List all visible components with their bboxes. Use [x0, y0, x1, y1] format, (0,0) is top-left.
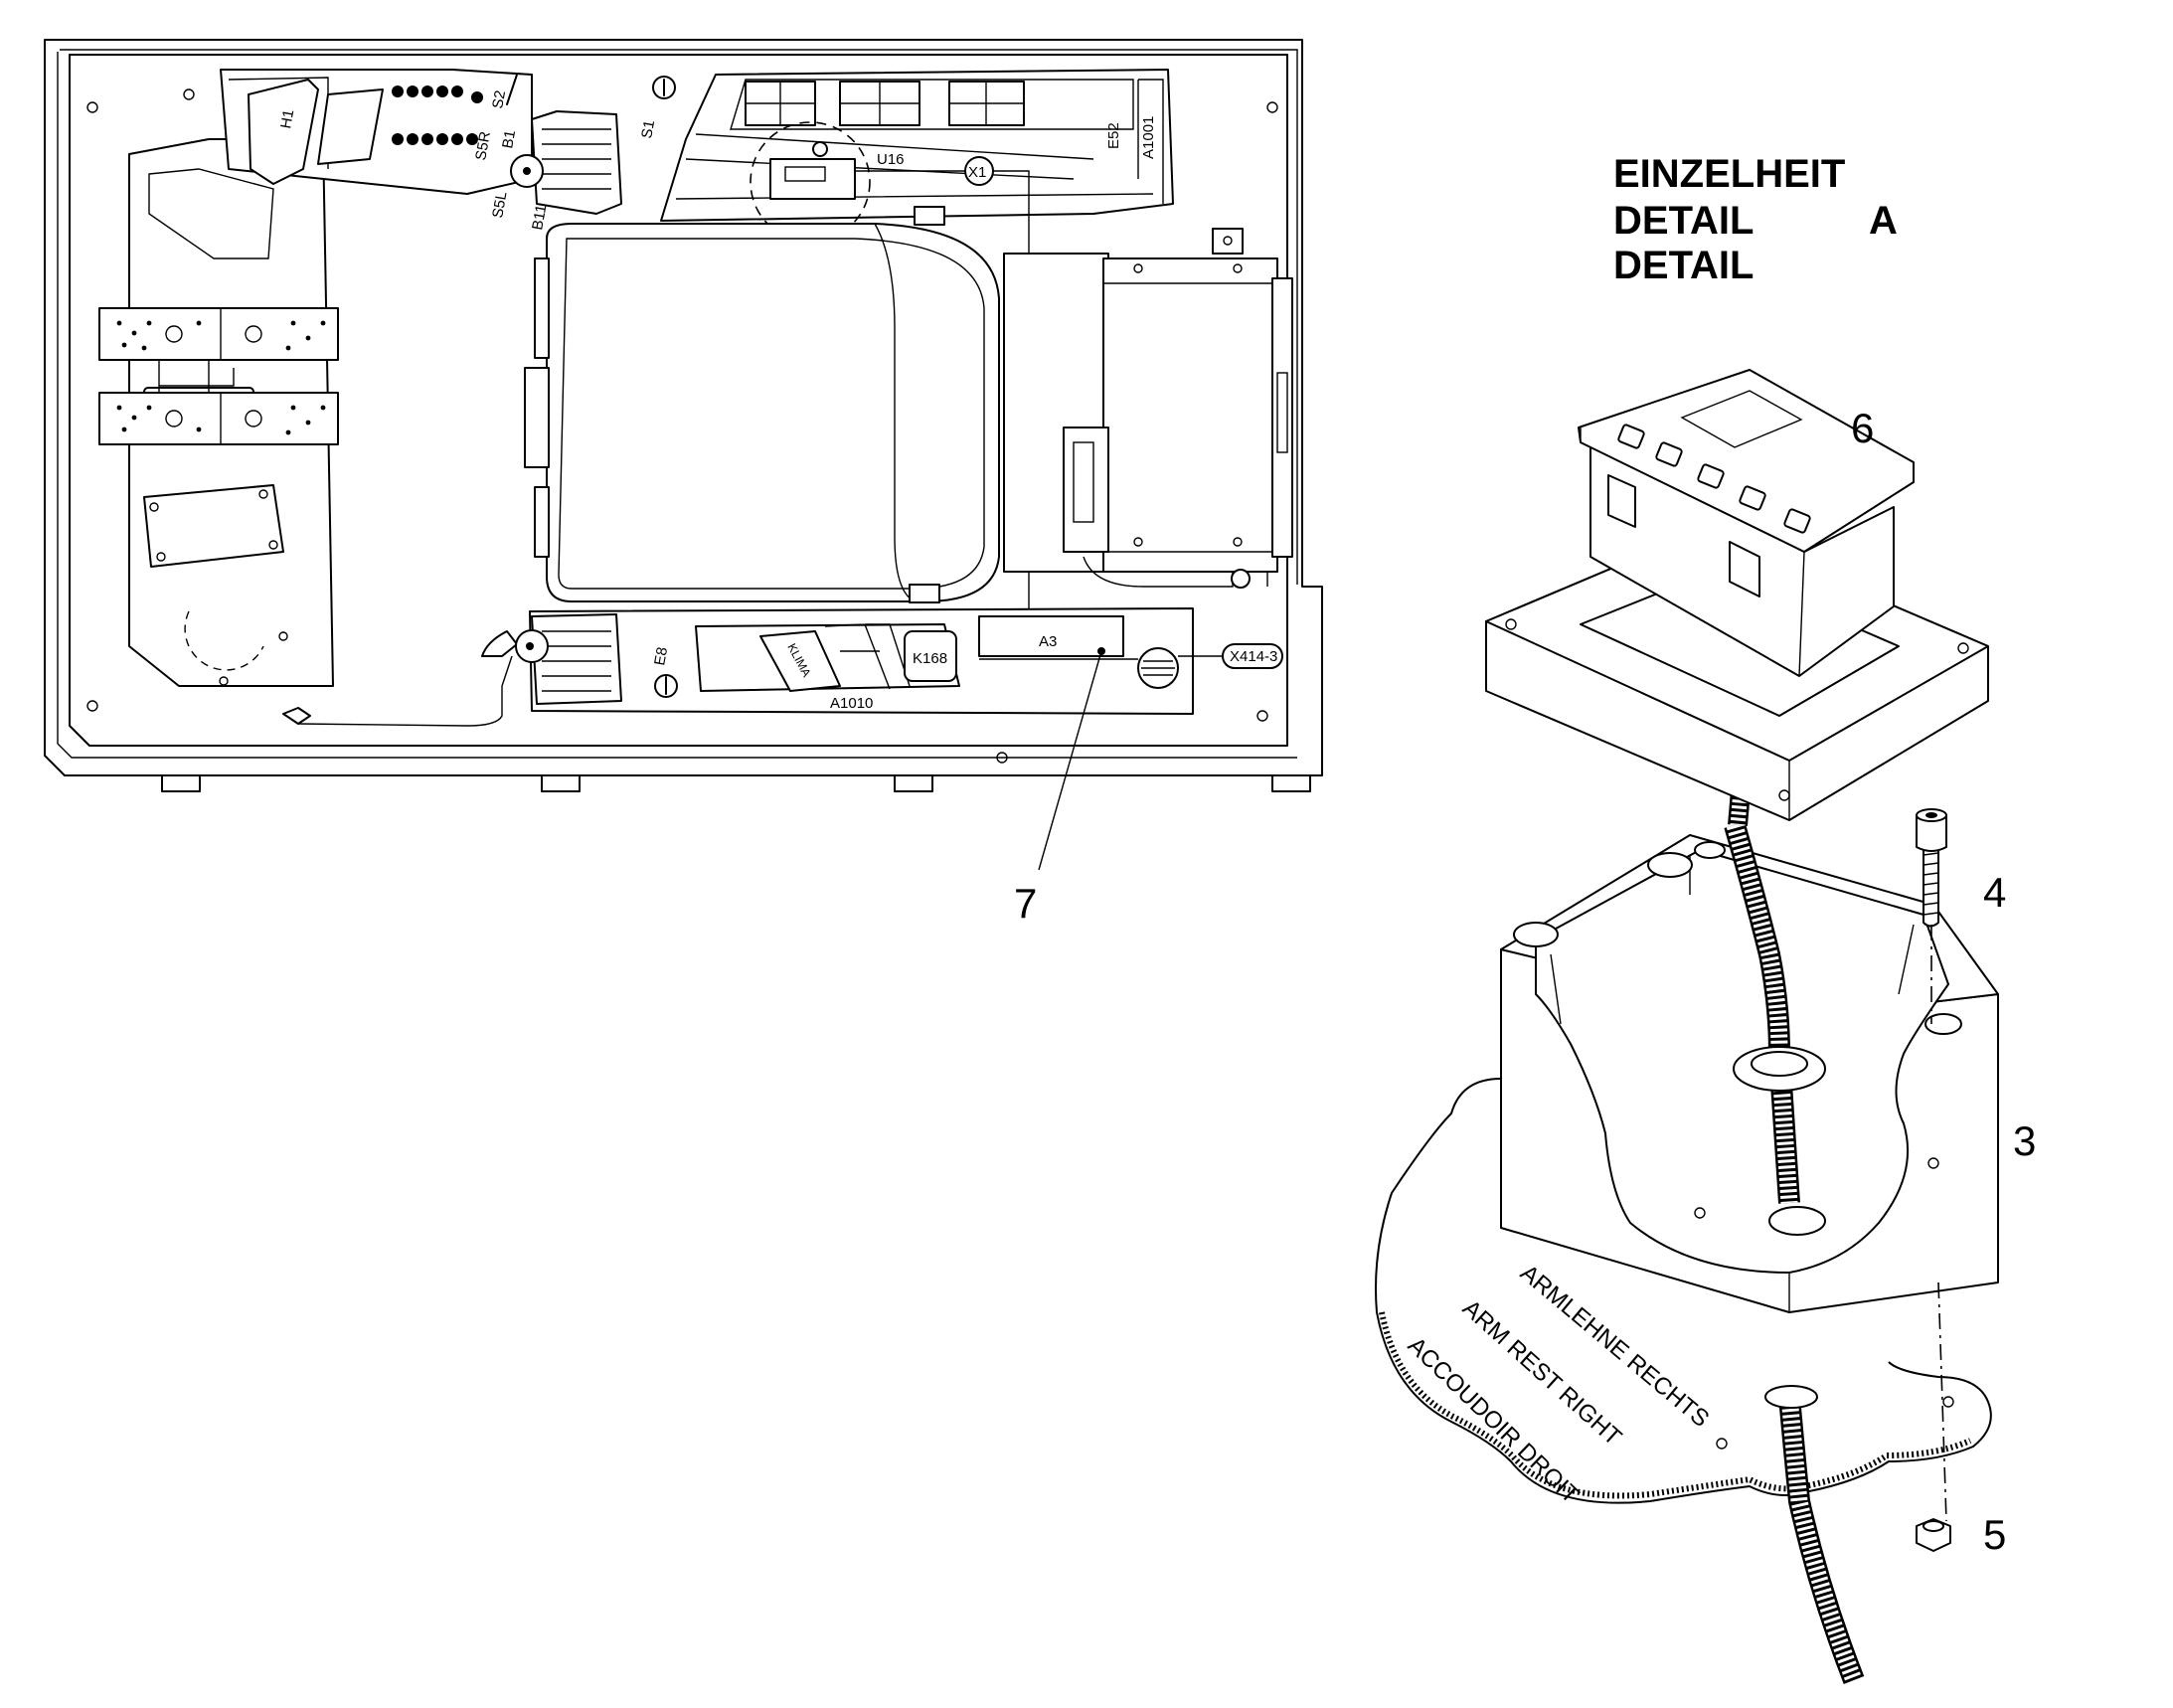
callout-6: 6 [1851, 405, 1874, 451]
lower-console: E8 KLIMA K168 A3 X414-3 A1010 [282, 607, 1283, 727]
label-b1: B1 [499, 129, 519, 150]
display-buttons [1617, 424, 1811, 534]
pedal-left [98, 307, 339, 361]
label-s2: S2 [489, 89, 509, 110]
cab-overview: H1 S2 S5R B1 S5L B11R S1 [44, 39, 1323, 927]
label-k168: K168 [913, 650, 947, 667]
label-x1: X1 [968, 164, 986, 181]
label-a1010: A1010 [830, 695, 873, 712]
display-unit-overview [769, 158, 856, 200]
label-a1001: A1001 [1140, 116, 1157, 159]
callout-3: 3 [2013, 1117, 2036, 1164]
label-s5l: S5L [489, 190, 510, 219]
label-e8: E8 [651, 646, 671, 667]
callout-5: 5 [1983, 1511, 2006, 1558]
leader-7 [1038, 650, 1102, 871]
electronics-box [1003, 228, 1293, 589]
detail-title: EINZELHEIT DETAIL A DETAIL [1613, 152, 1898, 287]
label-s1: S1 [638, 119, 658, 140]
title-line-1: EINZELHEIT [1613, 152, 1845, 196]
screw-axis [1930, 925, 1947, 1522]
screw-part-4 [1916, 808, 1947, 928]
frame-bolts [86, 88, 1278, 764]
label-a3: A3 [1039, 633, 1057, 650]
label-s5r: S5R [472, 130, 494, 162]
upper-console: H1 S2 S5R B1 S5L B11R S1 [220, 69, 1174, 646]
label-h1: H1 [277, 108, 297, 130]
seat [524, 206, 1000, 603]
nut-part-5 [1916, 1518, 1951, 1552]
label-u16: U16 [877, 151, 905, 168]
title-line-2: DETAIL [1613, 199, 1754, 243]
callout-7: 7 [1014, 880, 1037, 927]
label-x414-3: X414-3 [1230, 648, 1277, 665]
exploded-detail-a: ARMLEHNE RECHTS ARM REST RIGHT ACCOUDOIR… [1375, 369, 2036, 1684]
pedal-right [98, 392, 339, 445]
display-unit-part-6 [1578, 369, 1915, 677]
label-e52: E52 [1105, 122, 1122, 149]
callout-4: 4 [1983, 869, 2006, 916]
title-detail-letter: A [1869, 199, 1898, 243]
title-line-3: DETAIL [1613, 244, 1754, 287]
